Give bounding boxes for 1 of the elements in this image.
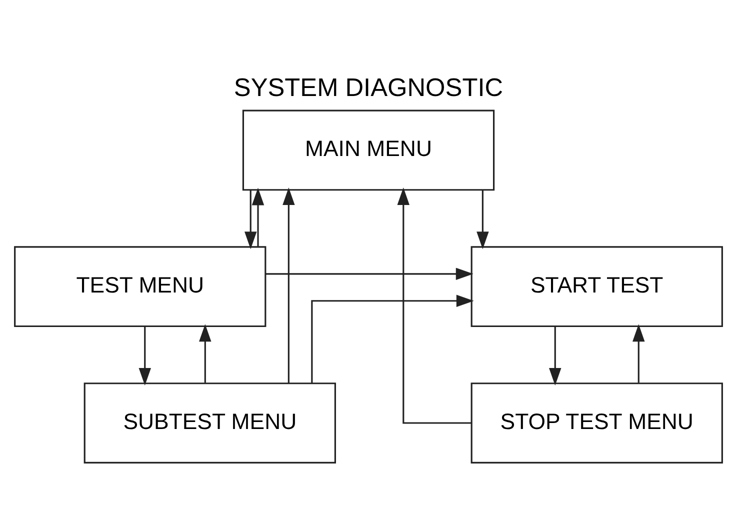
diagram-title: SYSTEM DIAGNOSTIC [234, 73, 504, 102]
